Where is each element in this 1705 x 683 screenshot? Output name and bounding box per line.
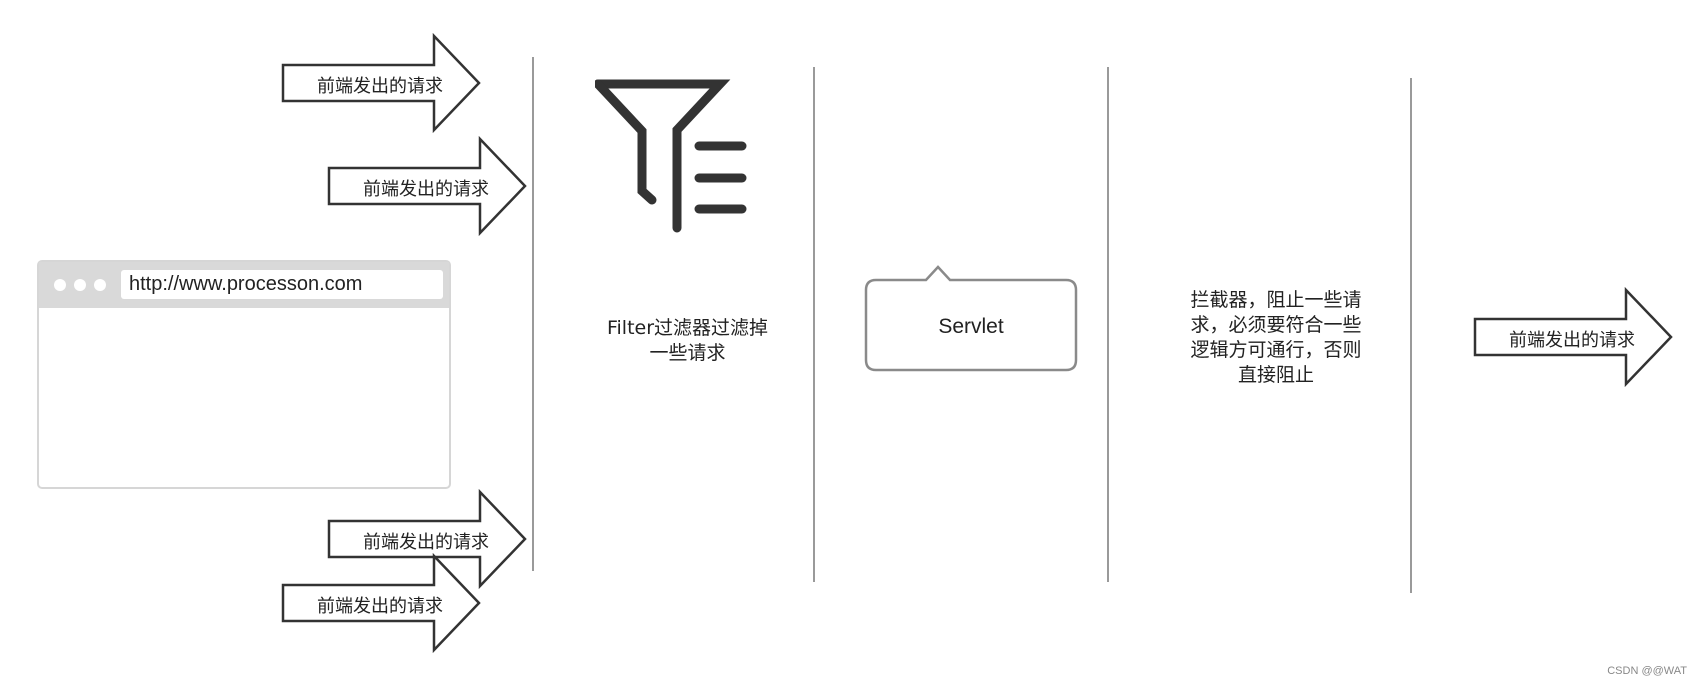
browser-window: http://www.processon.com bbox=[37, 260, 451, 489]
request-arrow-4: 前端发出的请求 bbox=[281, 552, 522, 655]
filter-funnel-icon bbox=[595, 78, 755, 238]
arrow-right-icon bbox=[281, 552, 481, 654]
divider-4 bbox=[1410, 78, 1412, 593]
arrow-label: 前端发出的请求 bbox=[317, 76, 443, 97]
arrow-label: 前端发出的请求 bbox=[317, 596, 443, 617]
request-arrow-2: 前端发出的请求 bbox=[327, 135, 568, 238]
divider-3 bbox=[1107, 67, 1109, 582]
servlet-label: Servlet bbox=[938, 315, 1004, 338]
request-arrow-3: 前端发出的请求 bbox=[327, 488, 568, 591]
request-arrow-5: 前端发出的请求 bbox=[1473, 286, 1705, 389]
arrow-right-icon bbox=[327, 488, 527, 590]
divider-1 bbox=[532, 57, 534, 571]
watermark: CSDN @@WAT bbox=[1607, 665, 1687, 677]
window-dot-icon bbox=[74, 279, 86, 291]
speech-bubble-icon bbox=[864, 265, 1078, 372]
servlet-callout: Servlet bbox=[864, 264, 1084, 380]
arrow-label: 前端发出的请求 bbox=[1509, 330, 1635, 351]
interceptor-description: 拦截器，阻止一些请求，必须要符合一些逻辑方可通行，否则直接阻止 bbox=[1190, 289, 1362, 386]
arrow-label: 前端发出的请求 bbox=[363, 179, 489, 200]
divider-2 bbox=[813, 67, 815, 582]
request-arrow-1: 前端发出的请求 bbox=[281, 32, 522, 135]
window-dot-icon bbox=[94, 279, 106, 291]
address-bar: http://www.processon.com bbox=[121, 270, 443, 299]
arrow-right-icon bbox=[327, 135, 527, 237]
browser-title-bar: http://www.processon.com bbox=[39, 262, 449, 308]
arrow-label: 前端发出的请求 bbox=[363, 532, 489, 553]
arrow-right-icon bbox=[281, 32, 481, 134]
window-dot-icon bbox=[54, 279, 66, 291]
arrow-right-icon bbox=[1473, 286, 1673, 388]
filter-description: Filter过滤器过滤掉一些请求 bbox=[606, 317, 769, 364]
